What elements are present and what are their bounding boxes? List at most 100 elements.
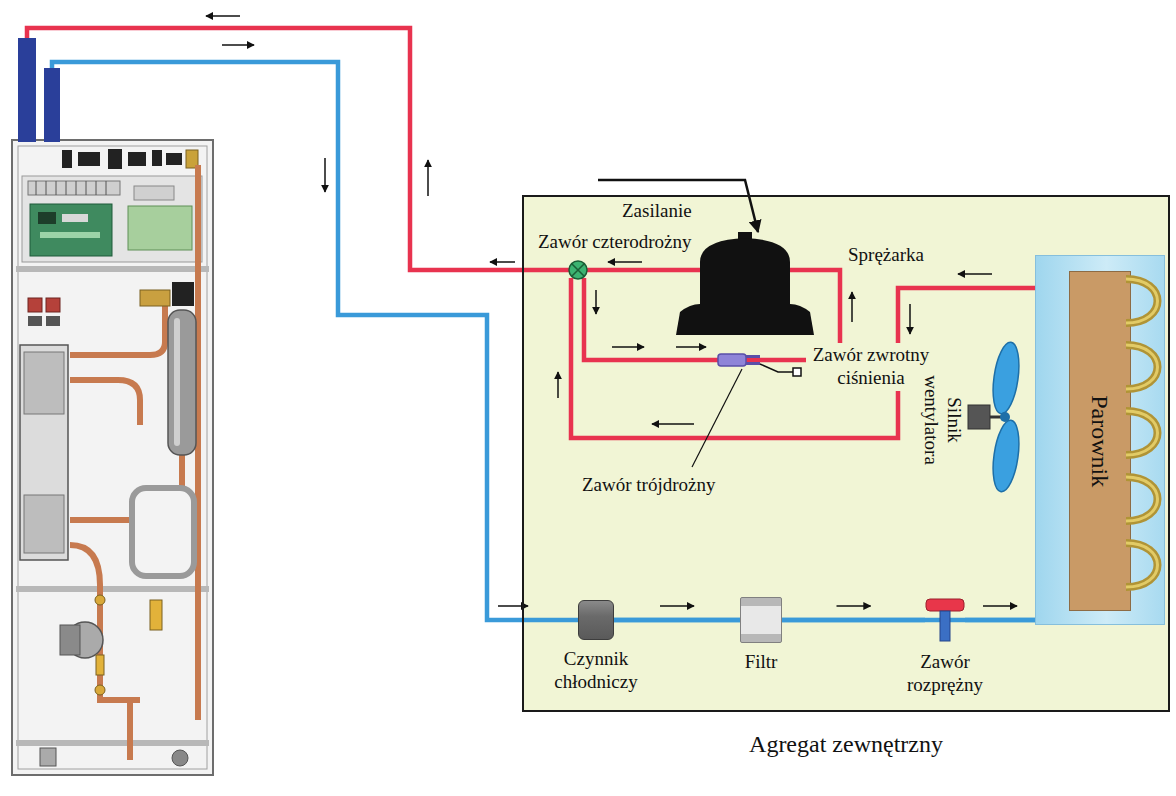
check-valve-symbol <box>760 364 793 372</box>
coil-loop <box>1126 411 1158 455</box>
indoor-unit <box>40 748 56 766</box>
power-supply-label: Zasilanie <box>622 200 692 223</box>
flow-arrow <box>612 346 644 348</box>
evaporator-core: Parownik <box>1069 271 1131 611</box>
indoor-unit <box>16 266 209 272</box>
indoor-unit <box>96 655 104 675</box>
indoor-unit <box>60 625 80 655</box>
power-supply-line <box>598 180 758 232</box>
flow-arrow <box>909 304 911 334</box>
pipe-connection-stub <box>18 38 60 142</box>
indoor-unit <box>62 214 88 222</box>
pipe-connection-stub <box>44 68 60 142</box>
valve-cap <box>926 599 964 611</box>
flow-arrow <box>608 261 642 263</box>
pipe-connector <box>782 606 925 620</box>
coil-loop <box>1126 279 1158 323</box>
check-valve-label: Zawór zwrotny ciśnienia <box>806 343 936 391</box>
indoor-unit <box>150 600 162 630</box>
four-way-valve-symbol <box>569 261 587 279</box>
indoor-unit <box>22 176 202 262</box>
indoor-unit <box>166 153 182 165</box>
refrigerant-pipe <box>571 278 1035 438</box>
coil-loop <box>1126 477 1158 521</box>
coil-loop <box>1126 477 1158 521</box>
coil-loop <box>1126 345 1158 389</box>
indoor-unit <box>174 318 180 446</box>
label-holder: Zawór zwrotny ciśnienia <box>806 343 936 391</box>
indoor-unit <box>28 181 120 195</box>
power-supply-line <box>598 180 758 232</box>
expansion-valve-symbol <box>925 598 965 642</box>
indoor-unit <box>46 316 60 326</box>
indoor-unit <box>108 149 122 169</box>
flow-arrow <box>206 15 240 17</box>
flow-arrow <box>206 16 992 606</box>
four-way-valve-label: Zawór czterodrożny <box>538 231 692 254</box>
leader-line <box>692 369 742 467</box>
compressor-label: Sprężarka <box>848 244 924 267</box>
indoor-unit <box>140 290 170 306</box>
indoor-unit <box>168 310 196 455</box>
label-holder: Zawór czterodrożny <box>538 231 692 254</box>
coil-loop <box>1126 345 1158 389</box>
flow-arrow <box>958 273 992 275</box>
valve-stem <box>940 611 950 641</box>
label-holder: Sprężarka <box>848 244 924 267</box>
flow-arrow <box>324 158 326 192</box>
flow-arrow <box>652 423 694 425</box>
indoor-unit <box>46 298 60 312</box>
coil-loop <box>1126 279 1158 323</box>
check-valve-symbol <box>760 364 801 376</box>
flow-arrow <box>427 160 429 196</box>
fan-symbol <box>968 341 1023 494</box>
indoor-unit <box>12 140 213 775</box>
refrigerant-pipe <box>782 618 925 623</box>
pipe-connection-stub <box>18 38 36 142</box>
three-way-valve-label: Zawór trójdrożny <box>582 474 715 497</box>
indoor-unit <box>28 298 42 312</box>
indoor-unit <box>128 206 192 250</box>
part-caption: Czynnik chłodniczy <box>538 648 654 694</box>
expansion-valve: Zawór rozprężny <box>925 598 965 642</box>
flow-arrow <box>851 292 853 322</box>
indoor-unit <box>28 316 42 326</box>
indoor-unit <box>16 586 209 592</box>
indoor-unit <box>132 488 194 576</box>
coil-loop <box>1126 411 1158 455</box>
pipe-connector <box>614 606 740 620</box>
part-caption: Filtr <box>716 651 806 674</box>
indoor-unit <box>172 750 188 766</box>
coil-loop <box>1126 543 1158 587</box>
indoor-unit <box>38 212 56 224</box>
three-way-valve-symbol <box>718 354 760 366</box>
caption-holder: Zawór rozprężny <box>890 651 1000 697</box>
flow-arrow <box>498 605 528 607</box>
indoor-unit <box>70 165 198 760</box>
evaporator-coil <box>1036 256 1166 626</box>
indoor-unit <box>95 685 105 695</box>
flow-arrow <box>676 346 706 348</box>
indoor-unit <box>36 181 106 195</box>
three-way-valve-symbol <box>746 357 760 364</box>
fan-symbol <box>1000 412 1010 422</box>
flow-arrow <box>222 44 254 46</box>
fan-symbol <box>968 405 990 429</box>
evaporator-panel: Parownik <box>1035 255 1165 625</box>
refrigerant-receiver: Czynnik chłodniczy <box>578 600 614 640</box>
indoor-unit <box>30 204 112 256</box>
indoor-unit <box>12 140 213 775</box>
filter-drier: Filtr <box>740 597 782 643</box>
flow-arrow <box>983 605 1017 607</box>
flow-arrow <box>837 605 871 607</box>
refrigerant-pipe <box>52 62 1035 620</box>
flow-arrow <box>595 290 597 314</box>
check-valve-symbol <box>793 368 801 376</box>
three-way-valve-symbol <box>718 354 746 366</box>
evaporator-label: Parownik <box>1087 395 1113 487</box>
